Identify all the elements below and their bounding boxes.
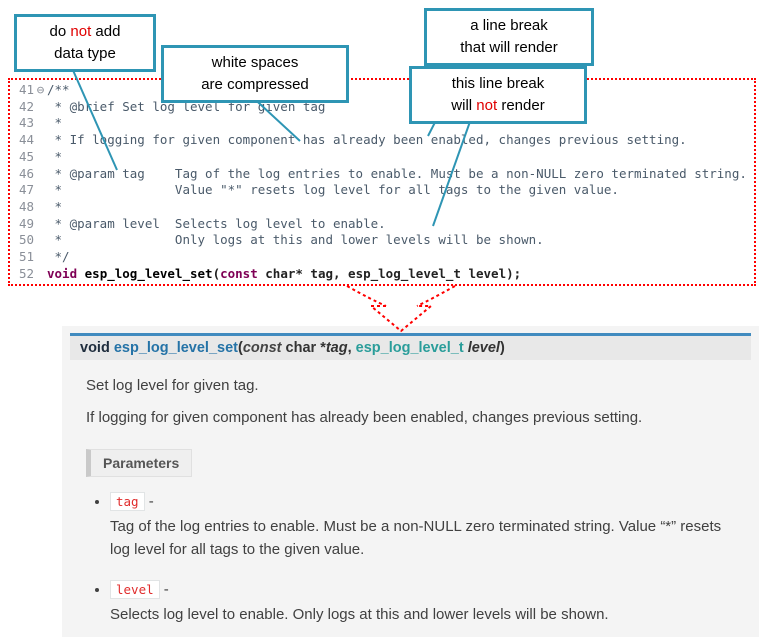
callout-break-render: a line break that will render bbox=[424, 8, 594, 66]
param-description: Tag of the log entries to enable. Must b… bbox=[110, 518, 722, 558]
code-line: 43 * bbox=[10, 115, 754, 132]
parameters-heading: Parameters bbox=[86, 449, 193, 477]
code-line: 52 void esp_log_level_set(const char* tag… bbox=[10, 266, 754, 283]
signature-segment: level bbox=[467, 340, 500, 356]
code-line: 49 * @param level Selects log level to e… bbox=[10, 216, 754, 233]
signature-segment: void bbox=[80, 340, 114, 356]
line-number: 45 bbox=[18, 148, 34, 164]
line-number: 43 bbox=[18, 115, 34, 131]
callout-line: will not render bbox=[451, 96, 545, 114]
code-lines: 41⊖/**42 * @brief Set log level for give… bbox=[10, 82, 754, 282]
signature-segment: esp_log_level_t bbox=[355, 340, 468, 356]
fold-marker-icon: ⊖ bbox=[36, 82, 45, 97]
signature-segment: char * bbox=[285, 340, 326, 356]
line-number: 42 bbox=[18, 98, 34, 114]
param-name-chip: tag bbox=[110, 492, 145, 511]
callout-line: are compressed bbox=[201, 75, 309, 93]
code-segment: const bbox=[220, 265, 258, 281]
callout-line: that will render bbox=[460, 38, 558, 56]
signature-segment: esp_log_level_set bbox=[113, 340, 238, 356]
parameter-item: tag - Tag of the log entries to enable. M… bbox=[110, 492, 729, 561]
code-editor-snippet: 41⊖/**42 * @brief Set log level for give… bbox=[8, 78, 756, 286]
code-line: 47 * Value "*" resets log level for all … bbox=[10, 182, 754, 199]
code-segment: char* tag, esp_log_level_t level); bbox=[257, 265, 522, 281]
signature-segment: tag bbox=[325, 340, 348, 356]
rendered-docs-panel: void esp_log_level_set(const char *tag, … bbox=[62, 326, 759, 637]
code-segment: * Only logs at this and lower levels wil… bbox=[47, 232, 544, 248]
signature-segment: ( bbox=[237, 340, 243, 356]
detail-paragraph: If logging for given component has alrea… bbox=[86, 409, 643, 426]
code-line: 42 * @brief Set log level for given tag bbox=[10, 99, 754, 116]
code-segment: * Value "*" resets log level for all tag… bbox=[47, 182, 619, 198]
param-separator: - bbox=[159, 581, 169, 598]
code-segment: * bbox=[47, 115, 63, 131]
code-segment: * @param level Selects log level to enab… bbox=[47, 215, 386, 231]
parameter-list: tag - Tag of the log entries to enable. M… bbox=[86, 492, 729, 627]
callout-line: data type bbox=[54, 44, 116, 62]
code-line: 45 * bbox=[10, 149, 754, 166]
code-line: 51 */ bbox=[10, 249, 754, 266]
parameter-item: level - Selects log level to enable. Only… bbox=[110, 580, 729, 627]
callout-line: a line break bbox=[470, 17, 548, 34]
code-segment: */ bbox=[47, 249, 70, 265]
callout-whitespace: white spaces are compressed bbox=[161, 45, 349, 103]
red-funnel-arrow bbox=[346, 285, 456, 333]
callout-no-datatype: do not add data type bbox=[14, 14, 156, 72]
signature-segment: ) bbox=[499, 340, 505, 356]
line-number: 52 bbox=[18, 265, 34, 281]
brief-paragraph: Set log level for given tag. bbox=[86, 377, 259, 394]
line-number: 48 bbox=[18, 198, 34, 214]
param-separator: - bbox=[144, 493, 154, 510]
code-segment: * bbox=[47, 198, 63, 214]
code-line: 41⊖/** bbox=[10, 82, 754, 99]
line-number: 49 bbox=[18, 215, 34, 231]
line-number: 46 bbox=[18, 165, 34, 181]
code-line: 50 * Only logs at this and lower levels … bbox=[10, 232, 754, 249]
function-signature: void esp_log_level_set(const char *tag, … bbox=[70, 333, 751, 360]
code-segment bbox=[77, 266, 85, 281]
code-segment: * bbox=[47, 148, 63, 164]
code-segment: * @param tag Tag of the log entries to e… bbox=[47, 165, 747, 181]
line-number: 50 bbox=[18, 232, 34, 248]
code-line: 46 * @param tag Tag of the log entries t… bbox=[10, 166, 754, 183]
code-segment: void bbox=[47, 265, 78, 281]
signature-segment: const bbox=[242, 340, 286, 356]
signature-segment: , bbox=[347, 340, 356, 356]
code-line: 44 * If logging for given component has … bbox=[10, 132, 754, 149]
callout-line: do not add bbox=[49, 23, 121, 40]
code-segment: ( bbox=[212, 265, 221, 281]
docs-body: Set log level for given tag. If logging … bbox=[62, 360, 759, 627]
line-number: 51 bbox=[18, 249, 34, 265]
line-number: 41 bbox=[18, 82, 34, 97]
callout-line: this line break bbox=[451, 75, 545, 92]
code-segment: esp_log_level_set bbox=[84, 265, 213, 281]
param-description: Selects log level to enable. Only logs a… bbox=[110, 606, 609, 623]
line-number: 47 bbox=[18, 182, 34, 198]
param-name-chip: level bbox=[110, 580, 160, 599]
line-number: 44 bbox=[18, 132, 34, 148]
code-segment: * If logging for given component has alr… bbox=[47, 132, 687, 148]
callout-line: white spaces bbox=[211, 54, 299, 71]
code-line: 48 * bbox=[10, 199, 754, 216]
callout-break-norender: this line break will not render bbox=[409, 66, 587, 124]
code-segment: /** bbox=[47, 82, 70, 97]
